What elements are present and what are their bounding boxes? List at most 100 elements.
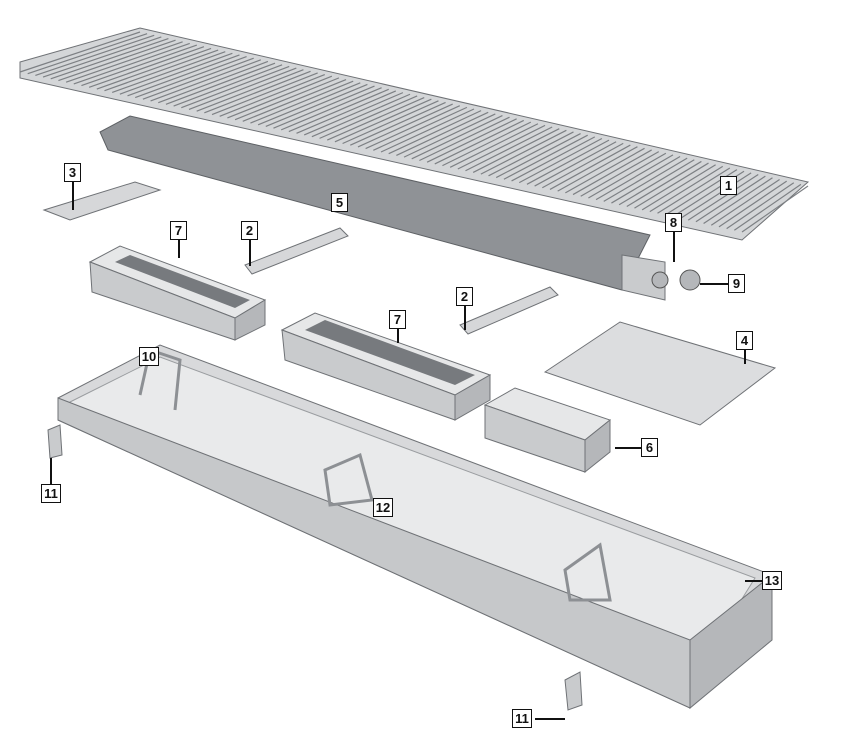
- grille-slat: [227, 75, 333, 119]
- grille-slat: [703, 177, 773, 224]
- grille-slat: [173, 64, 283, 107]
- grille-slat: [588, 152, 667, 199]
- grille-slat: [511, 136, 596, 182]
- grille-slat: [265, 83, 368, 128]
- leader-line: [535, 718, 565, 720]
- callout-7: 7: [389, 310, 406, 329]
- grille-slat: [695, 175, 766, 223]
- grille-slat: [472, 128, 560, 173]
- grille-slat: [73, 42, 190, 85]
- grille-slat: [388, 110, 482, 155]
- leader-line: [72, 182, 74, 210]
- grille-slat: [518, 137, 603, 184]
- grille-slat: [580, 151, 660, 197]
- grille-slat: [196, 69, 304, 112]
- bracket: [244, 227, 349, 275]
- grille-slat: [434, 119, 525, 165]
- grille-slat: [611, 157, 688, 204]
- grille-slat: [442, 121, 532, 167]
- grille-slat: [457, 124, 546, 170]
- fan-unit: [88, 245, 267, 341]
- callout-9: 9: [728, 274, 745, 293]
- grille-slat: [334, 98, 432, 143]
- grille-slat: [311, 93, 411, 138]
- grille-slat: [495, 133, 581, 179]
- bracket: [459, 286, 559, 335]
- grille-slat: [303, 92, 404, 136]
- grille-slat: [403, 113, 496, 158]
- leader-line: [615, 447, 641, 449]
- cover-plate: [543, 321, 777, 426]
- grille-slat: [135, 56, 247, 99]
- grille-slat: [488, 131, 574, 177]
- callout-4: 4: [736, 331, 753, 350]
- callout-1: 1: [720, 176, 737, 195]
- grille-slat: [273, 85, 375, 129]
- grille-slat: [365, 105, 461, 150]
- grille-slat: [626, 160, 702, 207]
- callout-13: 13: [762, 571, 782, 590]
- grille-slat: [211, 72, 318, 116]
- grille-slat: [257, 82, 361, 126]
- leader-line: [397, 329, 399, 343]
- leader-line: [745, 580, 762, 582]
- grille-slat: [288, 88, 389, 133]
- grille-slat: [58, 39, 176, 82]
- grille-slat: [687, 174, 759, 221]
- grille-slat: [181, 65, 290, 109]
- grille-slat: [326, 96, 425, 141]
- grille-slat: [641, 164, 716, 211]
- grille-slat: [357, 103, 453, 148]
- grille-slat: [657, 167, 731, 214]
- housing: [57, 344, 773, 710]
- grille-slat: [81, 44, 198, 87]
- grille-slat: [526, 139, 610, 185]
- grille-slat: [42, 36, 162, 78]
- grille-slat: [188, 67, 297, 111]
- grille-slat: [449, 123, 539, 168]
- grille-slat: [242, 78, 347, 122]
- grille-slat: [373, 106, 468, 151]
- grille-slat: [565, 147, 645, 194]
- grille-slat: [534, 141, 617, 187]
- grille-slat: [618, 159, 695, 206]
- callout-5: 5: [331, 193, 348, 212]
- fan-unit: [280, 312, 492, 421]
- grille-slat: [88, 46, 205, 88]
- grille-slat: [65, 41, 183, 83]
- grille-slat: [280, 87, 382, 131]
- grille-slat: [96, 47, 212, 90]
- leveling-feet: [47, 424, 583, 711]
- grille-slat: [411, 115, 503, 160]
- callout-11: 11: [41, 484, 61, 503]
- grille-slat: [19, 31, 141, 73]
- grille-slat: [733, 183, 802, 231]
- grille-slat: [572, 149, 652, 196]
- grille-slat: [480, 129, 567, 175]
- grille-slat: [465, 126, 553, 172]
- end-cover: [42, 181, 162, 221]
- grille-slat: [710, 178, 780, 226]
- grille-slat: [250, 80, 354, 124]
- grille-slat: [119, 52, 233, 95]
- leader-line: [249, 240, 251, 266]
- grille-slat: [319, 95, 418, 139]
- grille-slat: [150, 59, 262, 102]
- leader-line: [464, 306, 466, 330]
- grille-slat: [35, 34, 155, 76]
- leader-line: [673, 232, 675, 262]
- grille-slat: [503, 134, 588, 180]
- grille-slat: [718, 180, 788, 228]
- grille-slat: [142, 57, 254, 100]
- grille-slat: [603, 155, 681, 202]
- grille-slat: [342, 100, 439, 145]
- grille-slat: [595, 154, 674, 201]
- leader-line: [178, 240, 180, 258]
- callout-6: 6: [641, 438, 658, 457]
- grille-slat: [634, 162, 709, 209]
- grille-slat: [350, 101, 446, 146]
- callout-10: 10: [139, 347, 159, 366]
- grille-slat: [111, 51, 226, 93]
